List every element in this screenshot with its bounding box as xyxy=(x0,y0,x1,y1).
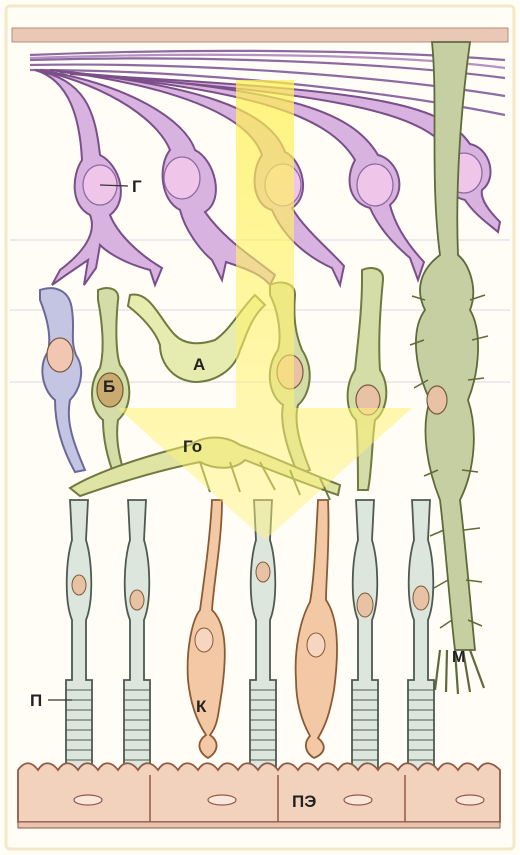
label-horizontal: Го xyxy=(183,437,202,456)
inner-limiting-membrane xyxy=(12,28,508,42)
label-rod: П xyxy=(30,691,42,710)
pigment-epithelium xyxy=(18,763,500,828)
label-muller: М xyxy=(452,649,465,666)
label-cone: К xyxy=(196,697,207,716)
label-amacrine: А xyxy=(193,355,205,374)
label-bipolar: Б xyxy=(103,377,115,396)
label-pigment-epithelium: ПЭ xyxy=(292,792,316,811)
label-ganglion: Г xyxy=(132,177,142,196)
